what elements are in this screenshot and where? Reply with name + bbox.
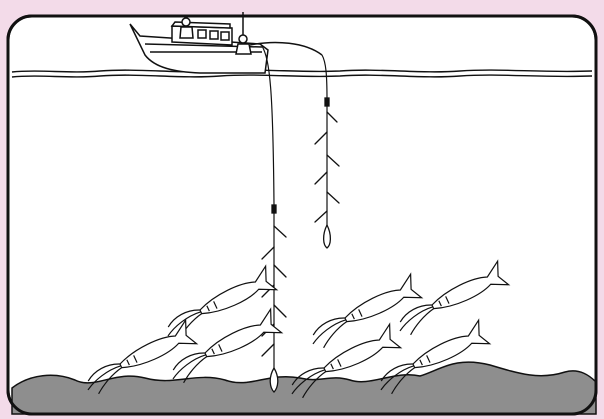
- fishing-scene: [0, 0, 604, 419]
